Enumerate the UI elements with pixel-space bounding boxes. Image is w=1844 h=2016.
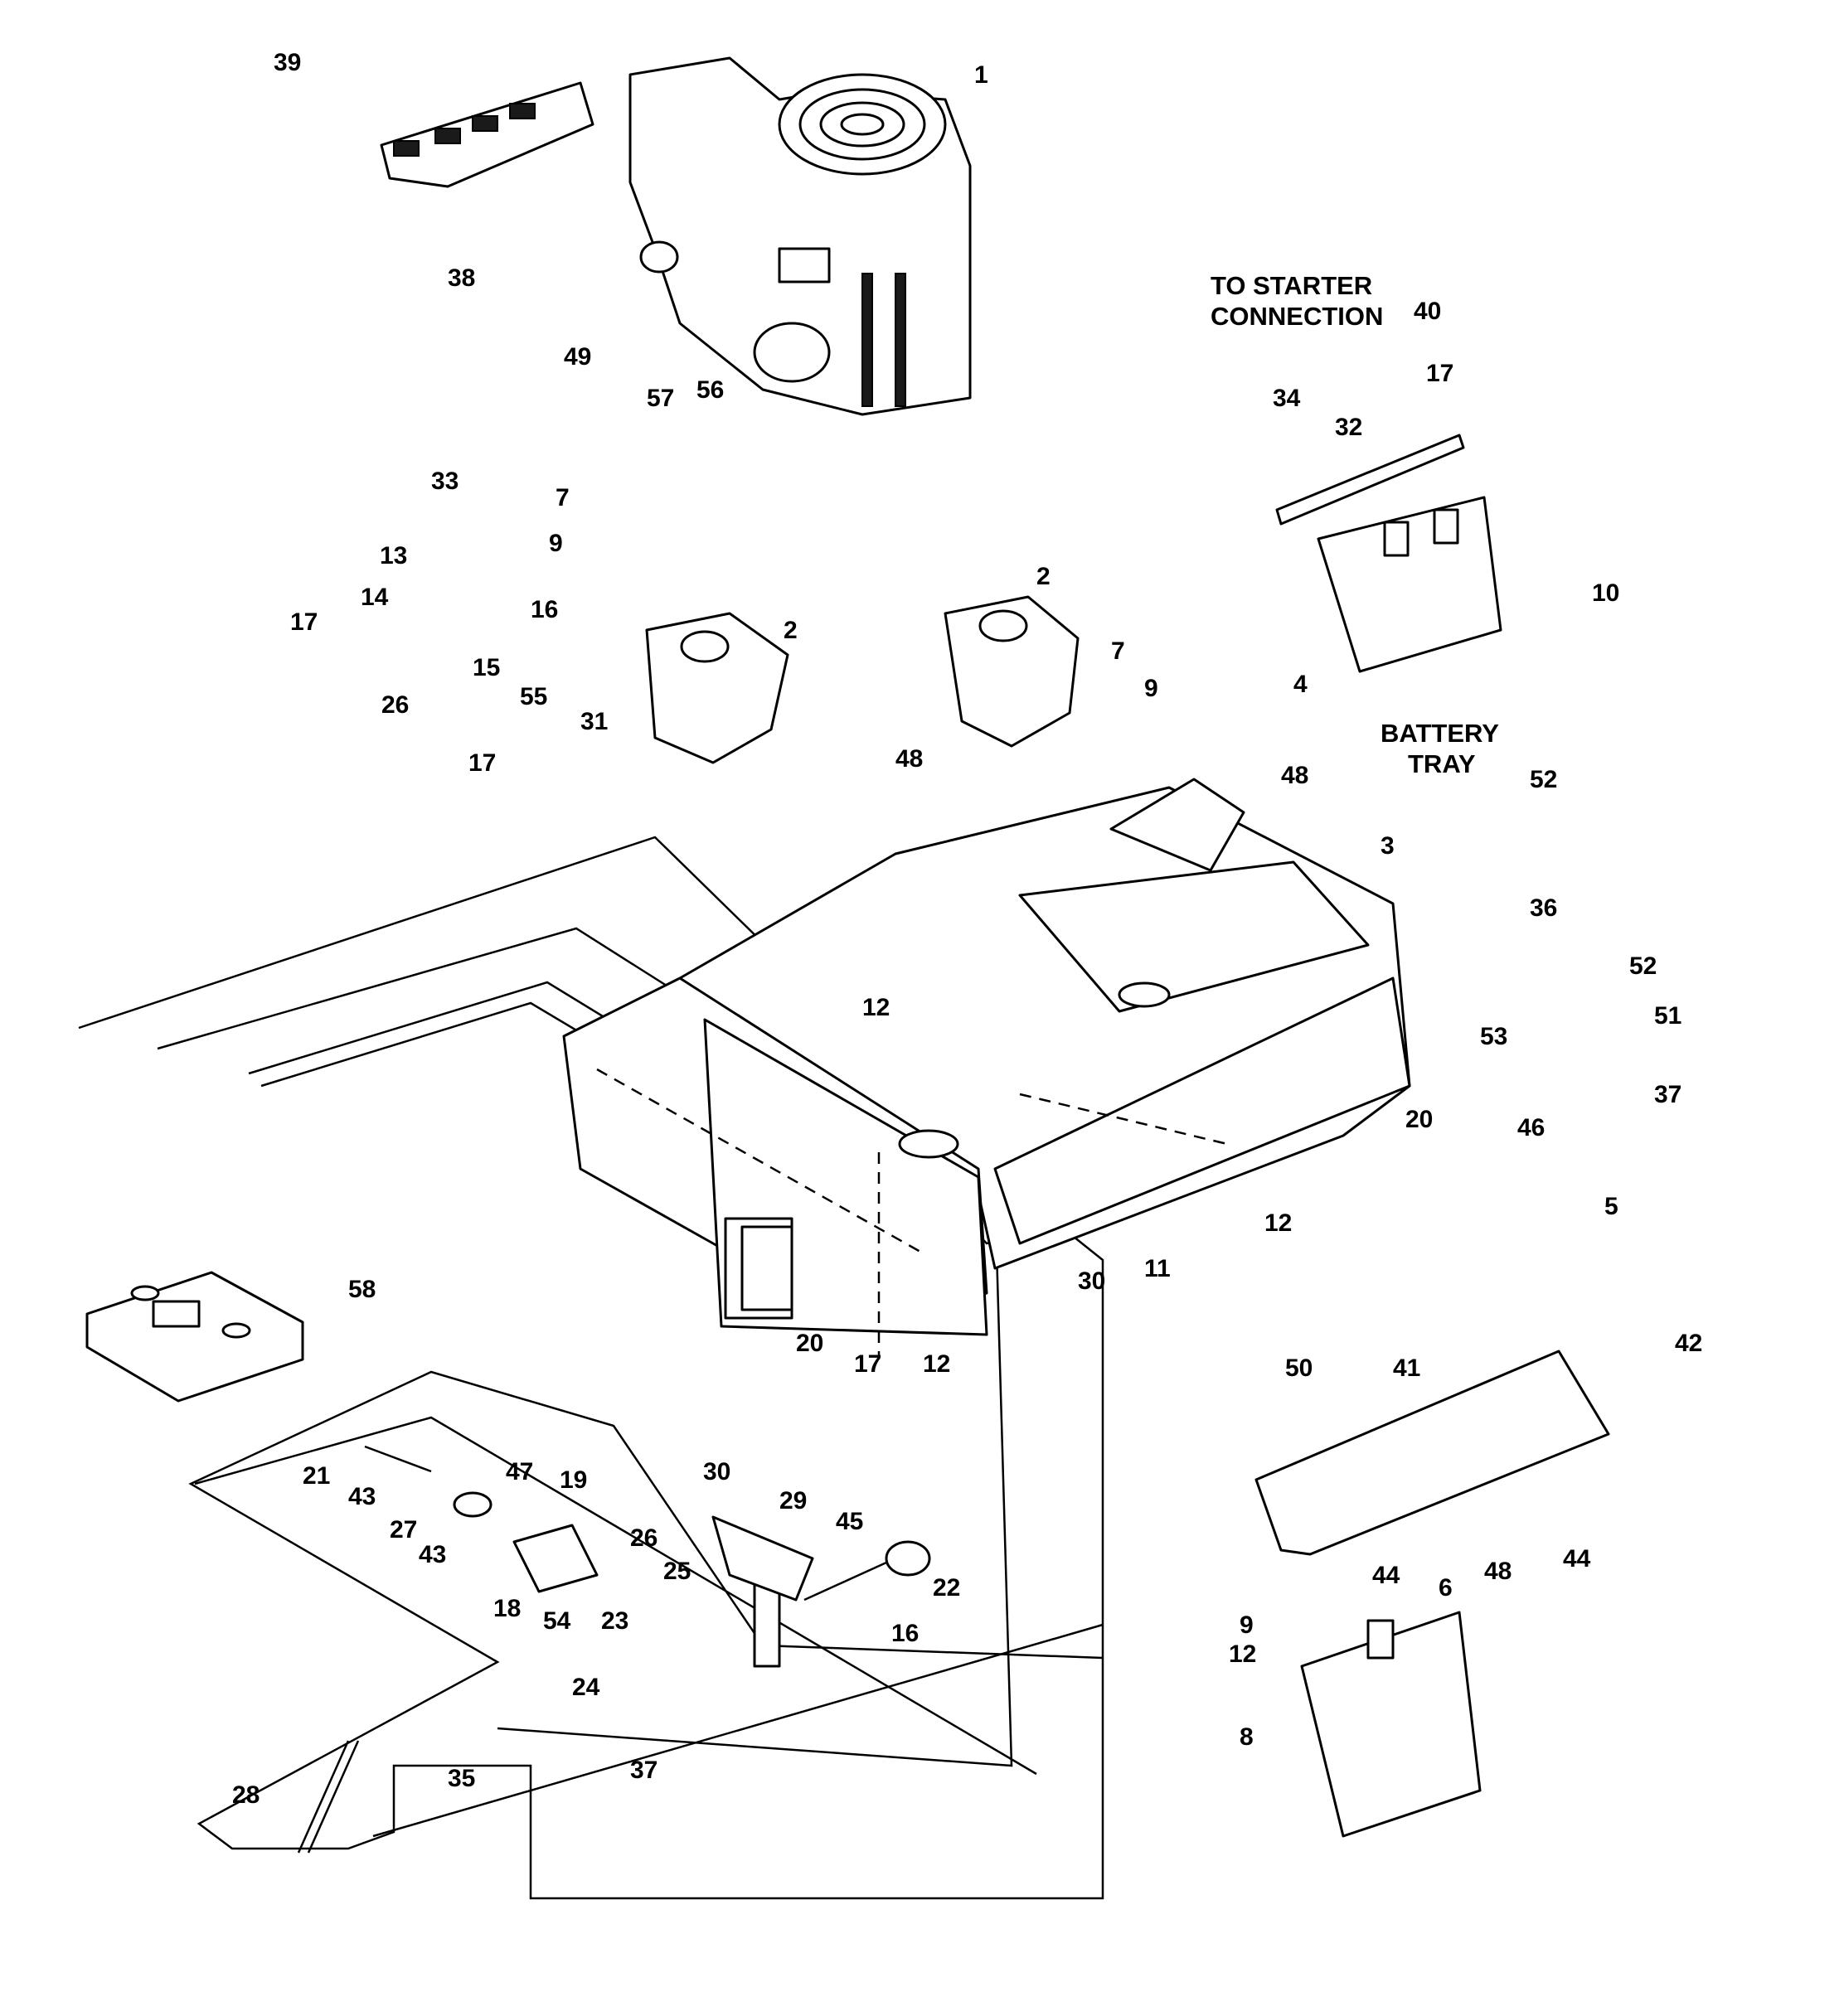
callout-52b: 52	[1629, 952, 1657, 980]
callout-18: 18	[493, 1595, 521, 1622]
callout-17c: 17	[1426, 360, 1453, 387]
callout-57: 57	[647, 385, 674, 412]
callout-55: 55	[520, 683, 547, 710]
callout-39: 39	[274, 49, 301, 76]
callout-51: 51	[1654, 1002, 1681, 1030]
callout-48b: 48	[1281, 762, 1308, 789]
callout-6: 6	[1439, 1574, 1453, 1602]
callout-16a: 16	[531, 596, 558, 623]
callout-38: 38	[448, 264, 475, 292]
callout-7a: 7	[556, 484, 570, 511]
callout-58: 58	[348, 1276, 376, 1303]
callout-43a: 43	[348, 1483, 376, 1510]
callout-5: 5	[1604, 1193, 1618, 1220]
callout-48a: 48	[895, 745, 923, 773]
throttle-linkage	[297, 1445, 931, 1854]
callout-20b: 20	[796, 1330, 823, 1357]
callout-43b: 43	[419, 1541, 446, 1568]
callout-46: 46	[1517, 1114, 1545, 1141]
callout-44b: 44	[1563, 1545, 1591, 1573]
callout-44a: 44	[1372, 1562, 1400, 1589]
callout-17a: 17	[290, 608, 318, 636]
callout-41: 41	[1393, 1354, 1420, 1382]
callout-14: 14	[361, 584, 389, 611]
callout-31: 31	[580, 708, 608, 735]
callout-42: 42	[1675, 1330, 1702, 1357]
callout-40: 40	[1414, 298, 1441, 325]
callout-36: 36	[1530, 894, 1557, 922]
callout-53: 53	[1480, 1023, 1507, 1050]
callout-29: 29	[779, 1487, 807, 1514]
callout-16b: 16	[891, 1620, 919, 1647]
chassis-frame	[562, 778, 1411, 1359]
callout-47: 47	[506, 1458, 533, 1485]
callout-4: 4	[1293, 671, 1308, 698]
callout-21: 21	[303, 1462, 330, 1490]
fuel-tank	[1300, 1611, 1482, 1838]
callout-48c: 48	[1484, 1558, 1512, 1585]
callout-30a: 30	[703, 1458, 730, 1485]
carburetor-right	[944, 595, 1080, 748]
callout-37a: 37	[1654, 1081, 1681, 1108]
starter-caption-line2: CONNECTION	[1211, 302, 1383, 331]
callout-35: 35	[448, 1765, 475, 1792]
callout-8: 8	[1240, 1723, 1254, 1751]
callout-56: 56	[696, 376, 724, 404]
callout-26a: 26	[381, 691, 409, 719]
callout-50: 50	[1285, 1354, 1313, 1382]
callout-9c: 9	[1240, 1611, 1254, 1639]
callout-9b: 9	[1144, 675, 1158, 702]
callout-1: 1	[974, 61, 988, 89]
callout-37b: 37	[630, 1757, 658, 1784]
callout-9a: 9	[549, 530, 563, 557]
callout-22: 22	[933, 1574, 960, 1602]
callout-49: 49	[564, 343, 591, 371]
callout-10: 10	[1592, 579, 1619, 607]
callout-20a: 20	[1405, 1106, 1433, 1133]
starter-caption-line1: TO STARTER	[1211, 271, 1372, 300]
callout-27: 27	[390, 1516, 417, 1544]
callout-32: 32	[1335, 414, 1362, 441]
callout-3: 3	[1381, 832, 1395, 860]
callout-52a: 52	[1530, 766, 1557, 793]
callout-17b: 17	[468, 749, 496, 777]
callout-17d: 17	[854, 1350, 881, 1378]
callout-12c: 12	[1229, 1640, 1256, 1668]
battery	[1317, 496, 1502, 673]
callout-19: 19	[560, 1466, 587, 1494]
callout-2a: 2	[784, 617, 798, 644]
callout-23: 23	[601, 1607, 628, 1635]
callout-24: 24	[572, 1674, 600, 1701]
callout-7b: 7	[1111, 637, 1125, 665]
callout-26b: 26	[630, 1524, 658, 1552]
side-panel	[1254, 1350, 1610, 1556]
battery-tray-caption-line1: BATTERY	[1381, 719, 1499, 748]
battery-tray-caption-line2: TRAY	[1408, 749, 1476, 778]
callout-30b: 30	[1078, 1267, 1105, 1295]
heat-shield	[380, 81, 594, 188]
callout-11: 11	[1144, 1255, 1171, 1282]
callout-45: 45	[836, 1508, 863, 1535]
battery-hold-down	[1275, 434, 1465, 526]
callout-12b: 12	[923, 1350, 950, 1378]
callout-28: 28	[232, 1781, 260, 1809]
callout-54: 54	[543, 1607, 571, 1635]
callout-33: 33	[431, 468, 459, 495]
callout-25: 25	[663, 1558, 691, 1585]
callout-15: 15	[473, 654, 500, 681]
callout-2b: 2	[1036, 563, 1051, 590]
callout-labels: 1 2 2 3 4 5 6 7 7 8 9 9 9 10 11 12 12 12…	[232, 49, 1702, 1809]
callout-34: 34	[1273, 385, 1301, 412]
callout-13: 13	[380, 542, 407, 569]
callout-12d: 12	[862, 994, 890, 1021]
carburetor-left	[645, 612, 789, 764]
callout-12a: 12	[1264, 1209, 1292, 1237]
engine	[628, 56, 972, 416]
hour-meter	[85, 1271, 304, 1403]
boundary-outlines	[78, 836, 1104, 1900]
